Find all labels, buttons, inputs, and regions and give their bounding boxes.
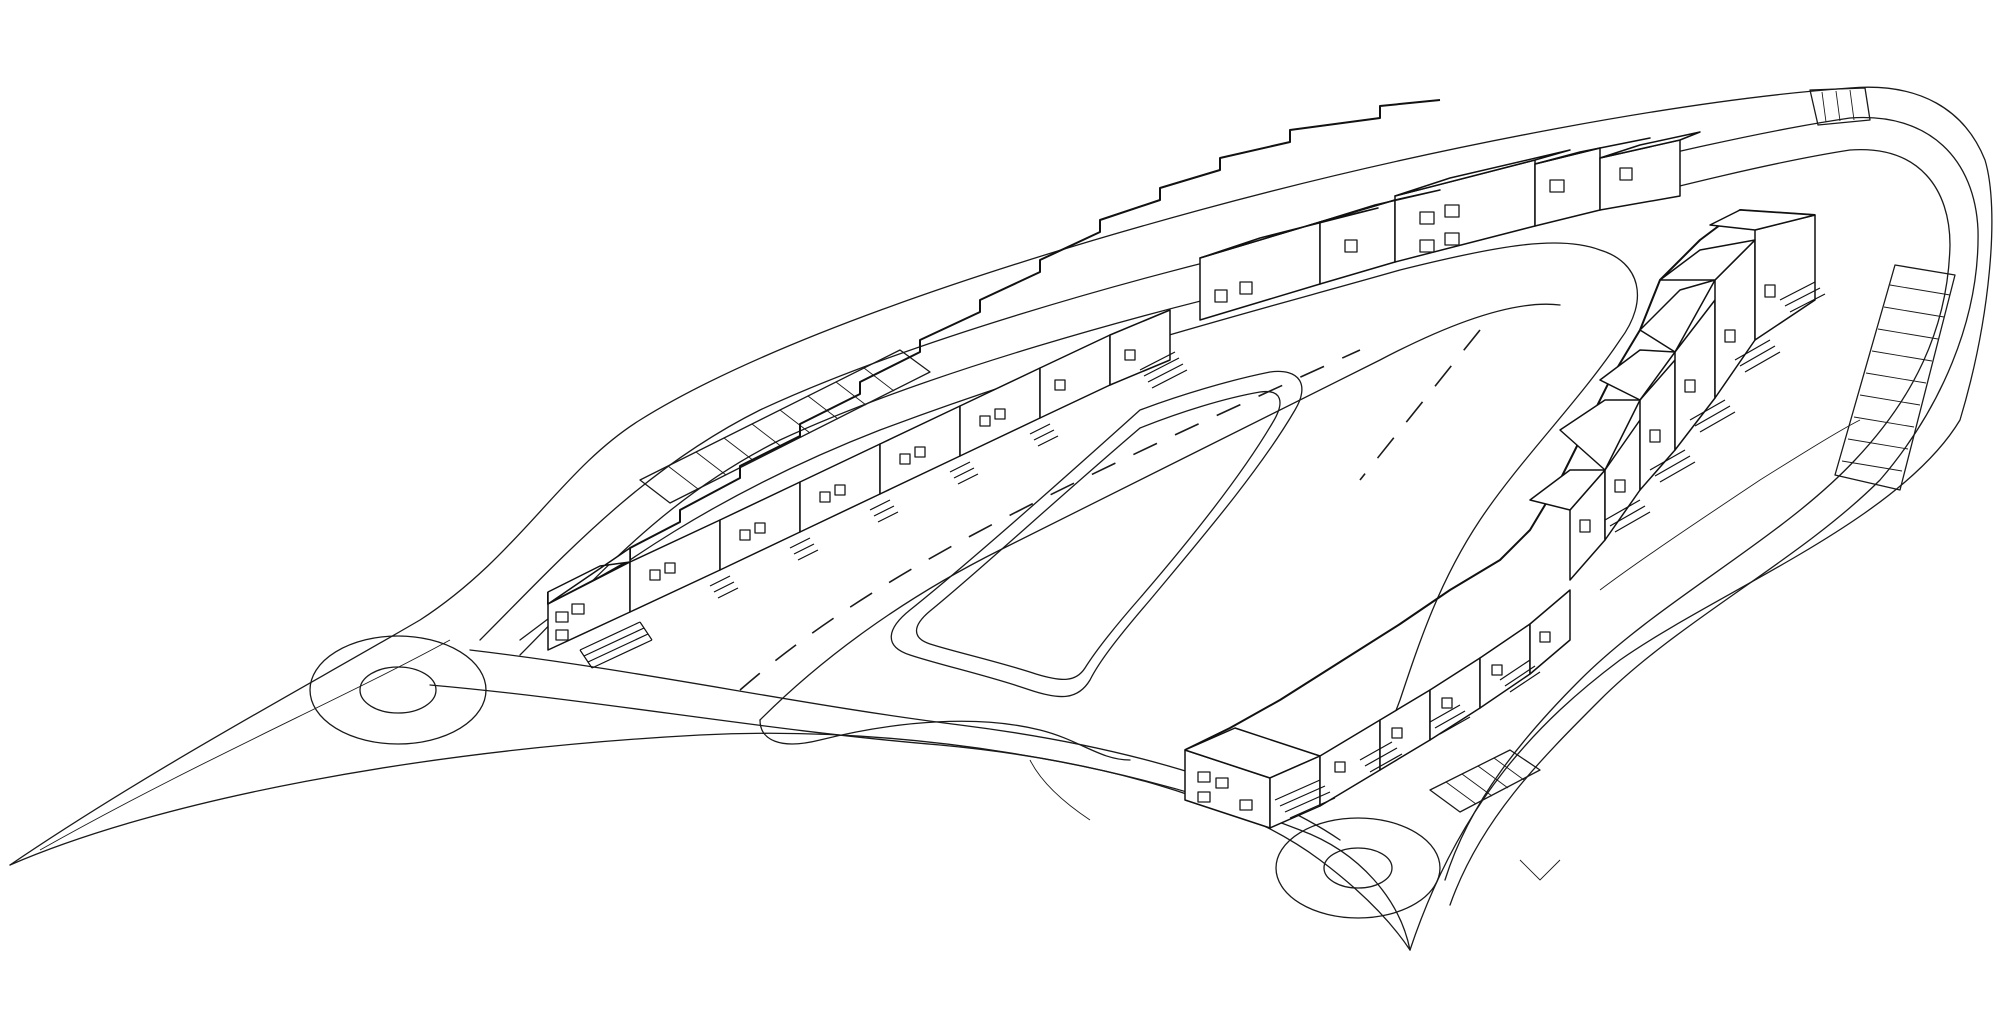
parking-northeast	[1809, 87, 1871, 126]
south-housing-block	[1184, 209, 1826, 829]
central-island	[890, 370, 1303, 698]
south-pergolas	[1274, 281, 1826, 819]
south-windows	[1197, 284, 1776, 811]
parking-east	[1834, 264, 1956, 491]
curb-lines	[1029, 419, 1861, 881]
north-pergolas	[579, 351, 1188, 669]
roundabout-south	[1275, 817, 1441, 919]
roundabout-west	[309, 635, 487, 745]
north-windows	[555, 167, 1633, 641]
parking-northwest	[639, 349, 931, 504]
north-housing-block	[547, 99, 1701, 669]
inner-loop-road	[519, 242, 1639, 791]
parking-southeast	[1429, 749, 1541, 813]
site-boundary	[9, 86, 1993, 951]
